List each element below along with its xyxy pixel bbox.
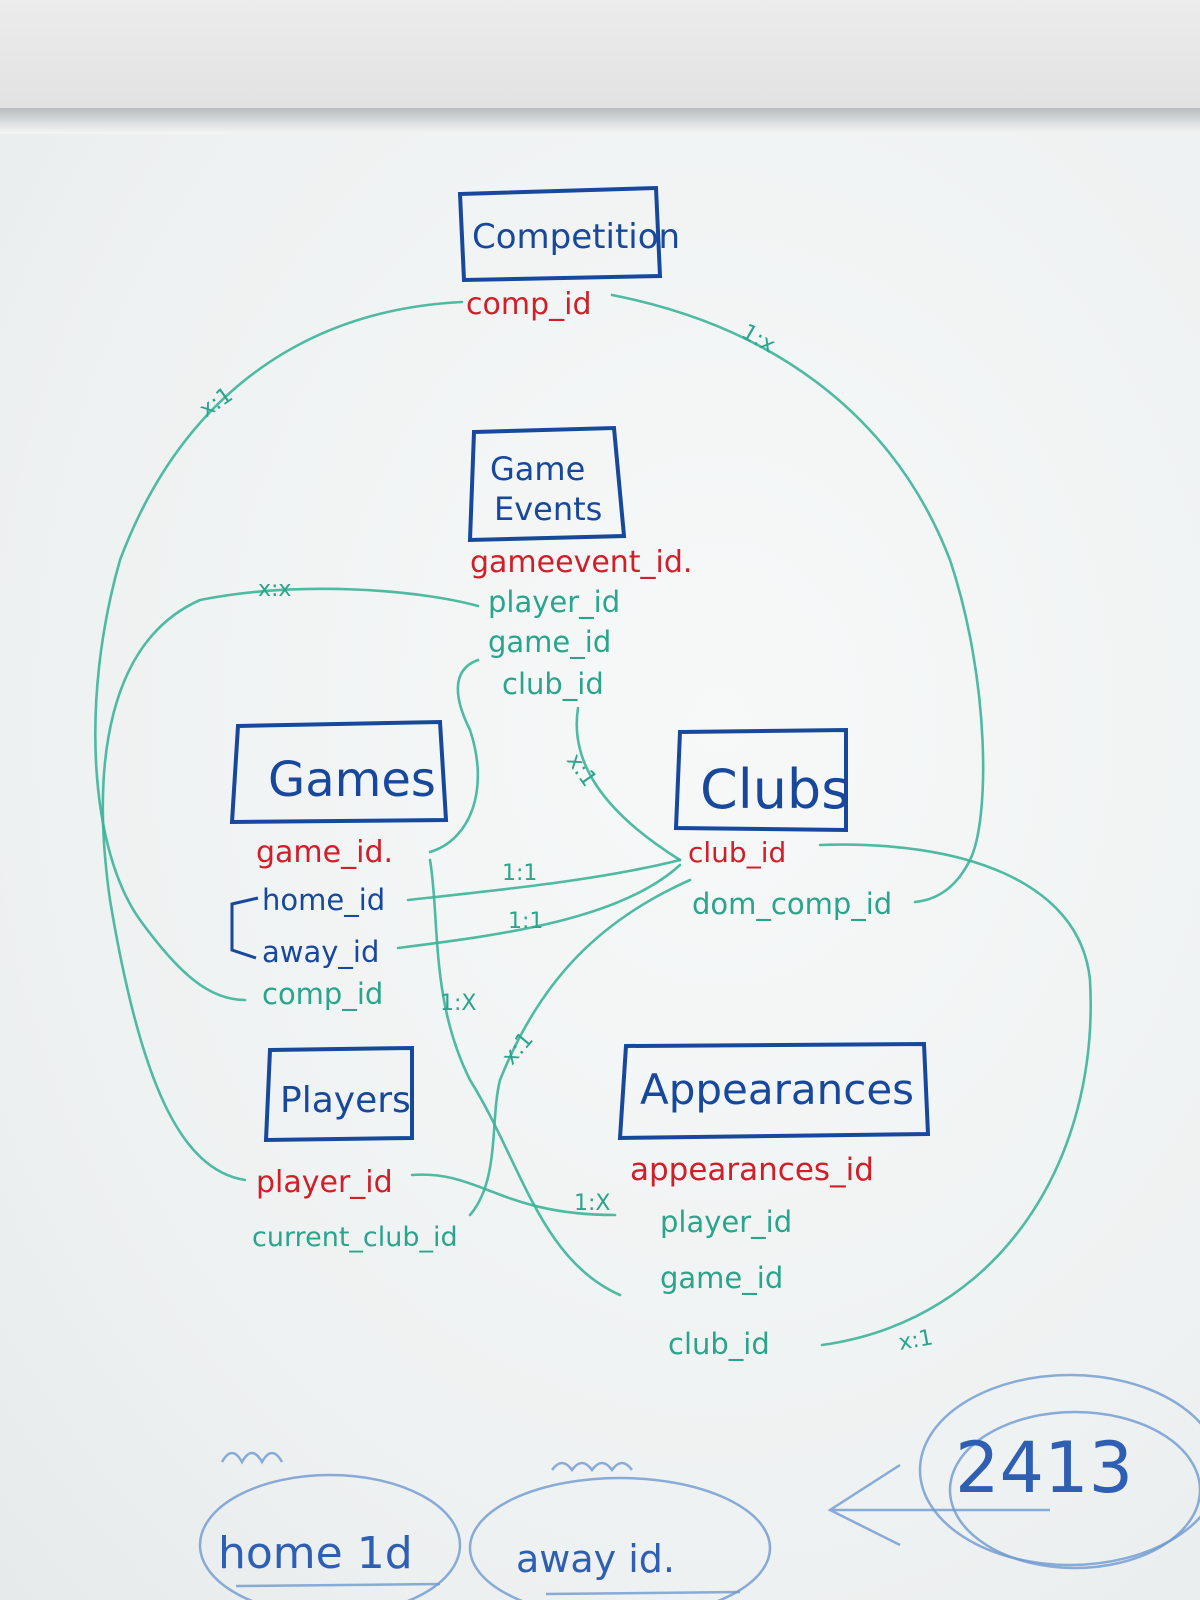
middle-squiggle	[550, 1461, 634, 1473]
note-right-number: 2413	[955, 1427, 1133, 1509]
appear-club-line	[818, 843, 1092, 1347]
competition-box	[457, 185, 663, 283]
clubs-box	[673, 727, 848, 833]
game-events-field-player-id: player_id	[488, 585, 620, 619]
note-left-caption: home 1d	[218, 1528, 413, 1579]
bottom-notes	[198, 1373, 1200, 1600]
appearances-pk: appearances_id	[630, 1152, 874, 1188]
appearances-field-game-id: game_id	[660, 1261, 783, 1295]
rel-appear-club: x:1	[897, 1325, 935, 1356]
home-club-line	[406, 858, 682, 902]
competition-title: Competition	[472, 217, 680, 257]
note-middle-caption: away id.	[516, 1537, 675, 1581]
rel-home-club: 1:1	[502, 861, 537, 886]
rel-comp-games: x:1	[195, 383, 238, 423]
relationship-lines	[94, 293, 1092, 1347]
rel-away-club: 1:1	[508, 909, 543, 934]
appearances-title: Appearances	[640, 1065, 914, 1114]
rel-events-player: x:x	[258, 577, 291, 602]
appearances-box	[617, 1041, 931, 1141]
appearances-field-club-id: club_id	[668, 1327, 770, 1361]
game-events-pk: gameevent_id.	[470, 545, 692, 580]
comp-to-games-line	[94, 300, 464, 1002]
players-title: Players	[280, 1080, 411, 1121]
home-away-bracket	[230, 896, 259, 960]
arrow-left	[827, 1463, 1050, 1547]
games-box	[229, 719, 449, 825]
left-note-ellipse	[198, 1473, 462, 1600]
left-squiggle	[220, 1451, 284, 1465]
middle-note-ellipse	[468, 1476, 772, 1600]
whiteboard-frame	[0, 108, 1200, 134]
game-events-field-game-id: game_id	[488, 625, 611, 659]
right-note-ellipse-2	[948, 1410, 1200, 1570]
rel-players-club: x:1	[497, 1027, 538, 1069]
players-box	[263, 1045, 414, 1143]
entity-boxes	[229, 185, 931, 1143]
competition-pk: comp_id	[466, 287, 592, 322]
game-events-box	[467, 425, 627, 543]
games-field-home-id: home_id	[262, 883, 385, 917]
clubs-field-dom-comp-id: dom_comp_id	[692, 887, 892, 921]
clubs-title: Clubs	[700, 758, 849, 821]
games-pk: game_id.	[256, 835, 393, 870]
players-pk: player_id	[256, 1165, 393, 1200]
appearances-field-player-id: player_id	[660, 1205, 792, 1239]
events-club-line	[575, 706, 682, 862]
middle-underline	[545, 1590, 741, 1596]
events-game-line	[428, 658, 480, 854]
left-underline	[235, 1582, 441, 1588]
games-field-comp-id: comp_id	[262, 977, 383, 1011]
games-appear-line	[428, 858, 622, 1297]
games-field-away-id: away_id	[262, 935, 379, 969]
players-club-line	[468, 878, 692, 1217]
wall-background	[0, 0, 1200, 110]
game-events-title-line2: Events	[494, 490, 602, 528]
comp-to-clubs-line	[610, 293, 985, 904]
whiteboard	[0, 134, 1200, 1600]
games-title: Games	[268, 752, 436, 808]
players-appear-line	[410, 1173, 617, 1217]
rel-games-appear: 1:X	[440, 991, 476, 1016]
right-note-ellipse	[918, 1373, 1200, 1567]
game-events-field-club-id: club_id	[502, 667, 604, 701]
rel-players-appear: 1:X	[574, 1191, 610, 1216]
players-field-current-club-id: current_club_id	[252, 1222, 458, 1253]
game-events-title-line1: Game	[490, 450, 585, 488]
clubs-pk: club_id	[688, 836, 786, 869]
events-player-line	[101, 587, 480, 1182]
